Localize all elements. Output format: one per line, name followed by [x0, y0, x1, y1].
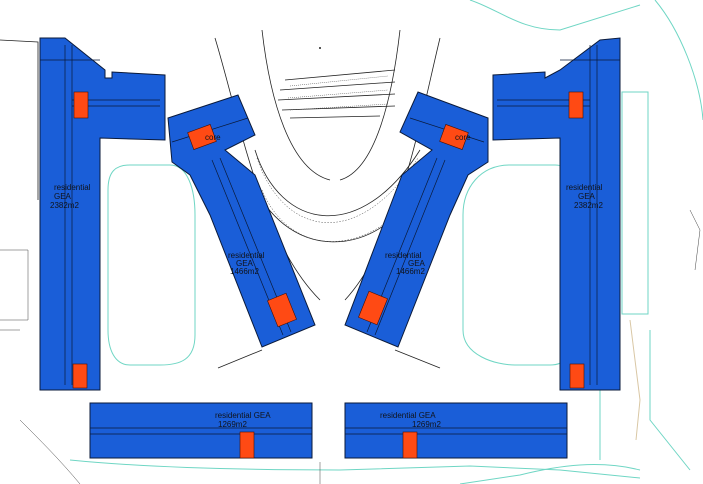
label-east-wing-line3: 1466m2 [396, 267, 425, 276]
courtyard-ovals [107, 164, 576, 366]
label-west-tower-line1: residential [54, 183, 91, 192]
core-east-tower-north [568, 91, 584, 119]
label-south-west-line2: 1269m2 [218, 420, 247, 429]
label-east-tower-line3: 2382m2 [574, 201, 603, 210]
core-south-east [402, 431, 418, 459]
label-east-wing-line1: residential [385, 251, 422, 260]
label-west-wing-line2: GEA [236, 259, 254, 268]
label-west-tower-line3: 2382m2 [50, 201, 79, 210]
label-east-tower-line2: GEA [578, 192, 596, 201]
core-east-wing-south [358, 290, 388, 326]
core-east-tower-south [569, 363, 585, 389]
core-west-tower-south [72, 363, 88, 389]
label-east-wing-core: core [455, 133, 471, 142]
block-west-tower[interactable]: residential GEA 2382m2 [39, 37, 166, 391]
core-south-west [239, 431, 255, 459]
block-west-wing[interactable]: core residential GEA 1466m2 [167, 94, 316, 348]
label-south-east-line1: residential GEA [380, 411, 436, 420]
label-west-wing-core: core [205, 133, 221, 142]
block-south-west[interactable]: residential GEA 1269m2 [89, 402, 313, 459]
label-south-west-line1: residential GEA [215, 411, 271, 420]
block-south-east[interactable]: residential GEA 1269m2 [344, 402, 568, 459]
core-west-tower-north [73, 91, 89, 119]
core-west-wing-stair [187, 124, 217, 150]
label-south-east-line2: 1269m2 [412, 420, 441, 429]
label-east-tower-line1: residential [566, 183, 603, 192]
block-east-tower[interactable]: residential GEA 2382m2 [492, 37, 621, 391]
core-west-wing-south [267, 292, 297, 328]
label-west-wing-line3: 1466m2 [230, 267, 259, 276]
label-west-wing-line1: residential [228, 251, 265, 260]
core-east-wing-stair [439, 124, 469, 150]
block-east-wing[interactable]: core residential GEA 1466m2 [344, 91, 489, 348]
label-east-wing-line2: GEA [408, 259, 426, 268]
label-west-tower-line2: GEA [54, 192, 72, 201]
